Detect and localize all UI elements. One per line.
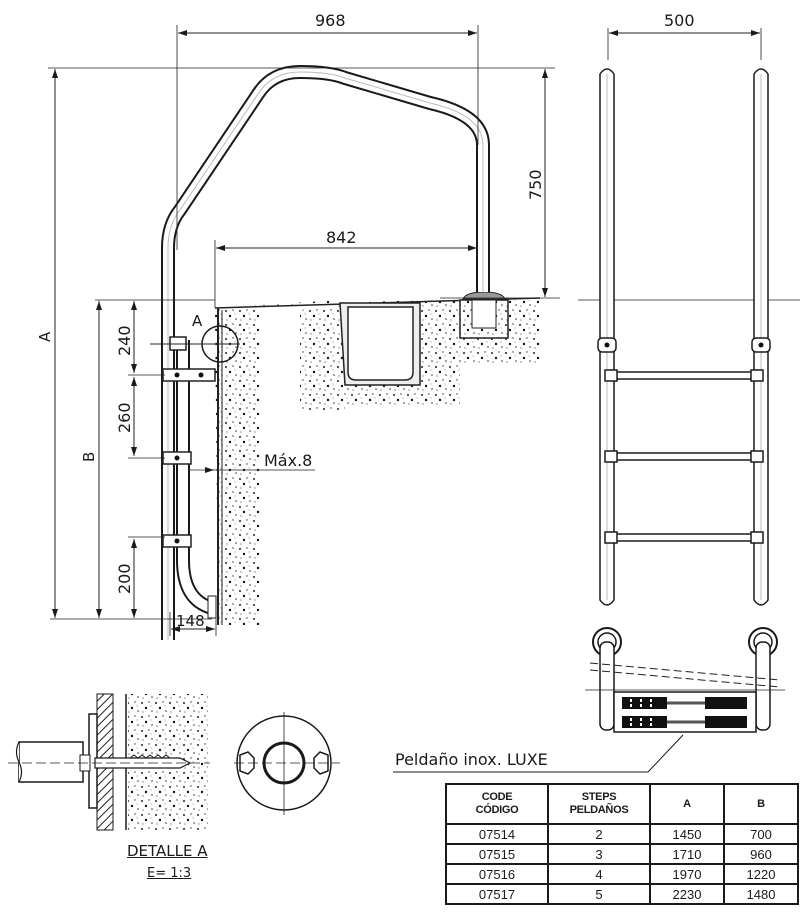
dim-total-height: A: [36, 331, 54, 342]
header-a: A: [649, 783, 725, 825]
cell-steps: 4: [547, 863, 651, 885]
side-view: A 968 842 750 A B 240 260 200: [36, 11, 560, 640]
header-b: B: [723, 783, 799, 825]
table-row: 07517 5 2230 1480: [445, 883, 799, 905]
detail-a-title: DETALLE A: [127, 842, 208, 860]
cell-code: 07514: [445, 823, 549, 845]
step-model-label: Peldaño inox. LUXE: [395, 750, 548, 769]
dim-handrail-reach: 842: [326, 228, 357, 247]
dim-rail-spacing: 500: [664, 11, 695, 30]
cell-b: 1480: [723, 883, 799, 905]
cell-a: 1710: [649, 843, 725, 865]
cell-steps: 5: [547, 883, 651, 905]
front-view: 500: [578, 11, 800, 606]
table-row: 07514 2 1450 700: [445, 823, 799, 845]
front-steps: [604, 369, 764, 544]
detail-a-drawing: [8, 693, 340, 831]
cell-code: 07517: [445, 883, 549, 905]
cell-steps: 3: [547, 843, 651, 865]
table-row: 07516 4 1970 1220: [445, 863, 799, 885]
detail-a-scale: E= 1:3: [147, 866, 192, 881]
cell-code: 07515: [445, 843, 549, 865]
cell-b: 1220: [723, 863, 799, 885]
dim-handrail-height: 750: [526, 169, 545, 200]
cell-code: 07516: [445, 863, 549, 885]
dim-max-gap: Máx.8: [264, 451, 312, 470]
cell-a: 1450: [649, 823, 725, 845]
dim-overall-width: 968: [315, 11, 346, 30]
cell-b: 960: [723, 843, 799, 865]
dim-below-deck: B: [80, 452, 98, 462]
cell-steps: 2: [547, 823, 651, 845]
detail-a-callout: A: [192, 312, 203, 330]
step-top-view: [393, 627, 785, 773]
dim-top-spacing: 240: [115, 325, 134, 356]
table-row: 07515 3 1710 960: [445, 843, 799, 865]
cell-a: 1970: [649, 863, 725, 885]
dim-wall-offset: 148: [176, 612, 205, 630]
dim-bottom-spacing: 200: [115, 563, 134, 594]
dim-step-spacing: 260: [115, 402, 134, 433]
cell-b: 700: [723, 823, 799, 845]
cell-a: 2230: [649, 883, 725, 905]
